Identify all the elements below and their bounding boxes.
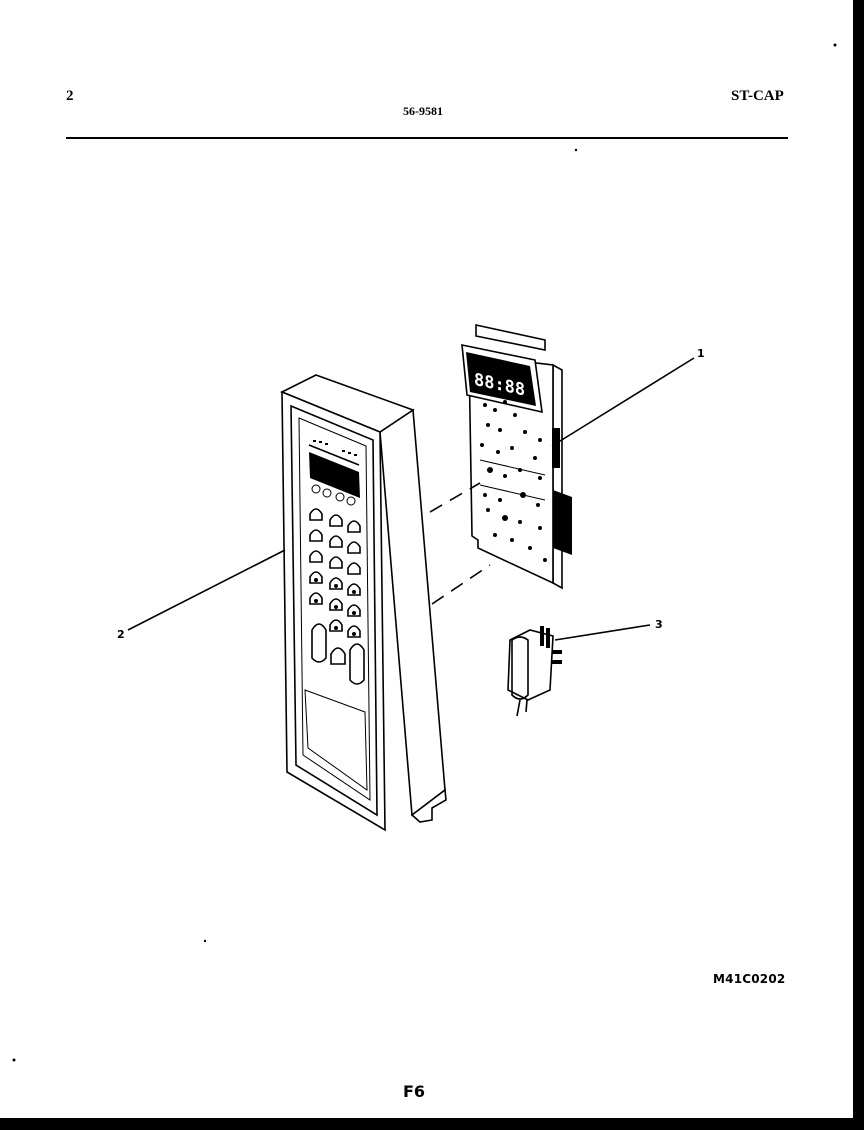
exploded-view-drawing: 88:88 <box>12 43 837 1062</box>
callout-1: 1 <box>697 347 705 360</box>
page-number: 2 <box>66 88 74 104</box>
alignment-line-lower <box>431 564 491 605</box>
diagram-code: M41C0202 <box>713 972 786 986</box>
speck <box>12 1058 16 1062</box>
alignment-line-upper <box>429 482 481 513</box>
speck <box>203 939 207 943</box>
callout-3: 3 <box>655 618 663 631</box>
leader-line-2 <box>127 549 286 631</box>
control-board-assembly: 88:88 <box>461 324 572 590</box>
leader-line-3 <box>554 624 651 641</box>
model-code: ST-CAP <box>731 88 784 104</box>
header-divider <box>66 137 788 139</box>
control-panel-assembly <box>280 374 447 832</box>
speck <box>833 43 837 47</box>
parts-diagram-sheet: 2 56-9581 ST-CAP <box>0 0 853 1118</box>
connector-part <box>507 626 562 717</box>
document-number: 56-9581 <box>403 104 443 118</box>
figure-label: F6 <box>403 1082 426 1101</box>
speck <box>574 148 578 152</box>
leader-line-1 <box>551 357 695 447</box>
callout-2: 2 <box>117 628 125 641</box>
